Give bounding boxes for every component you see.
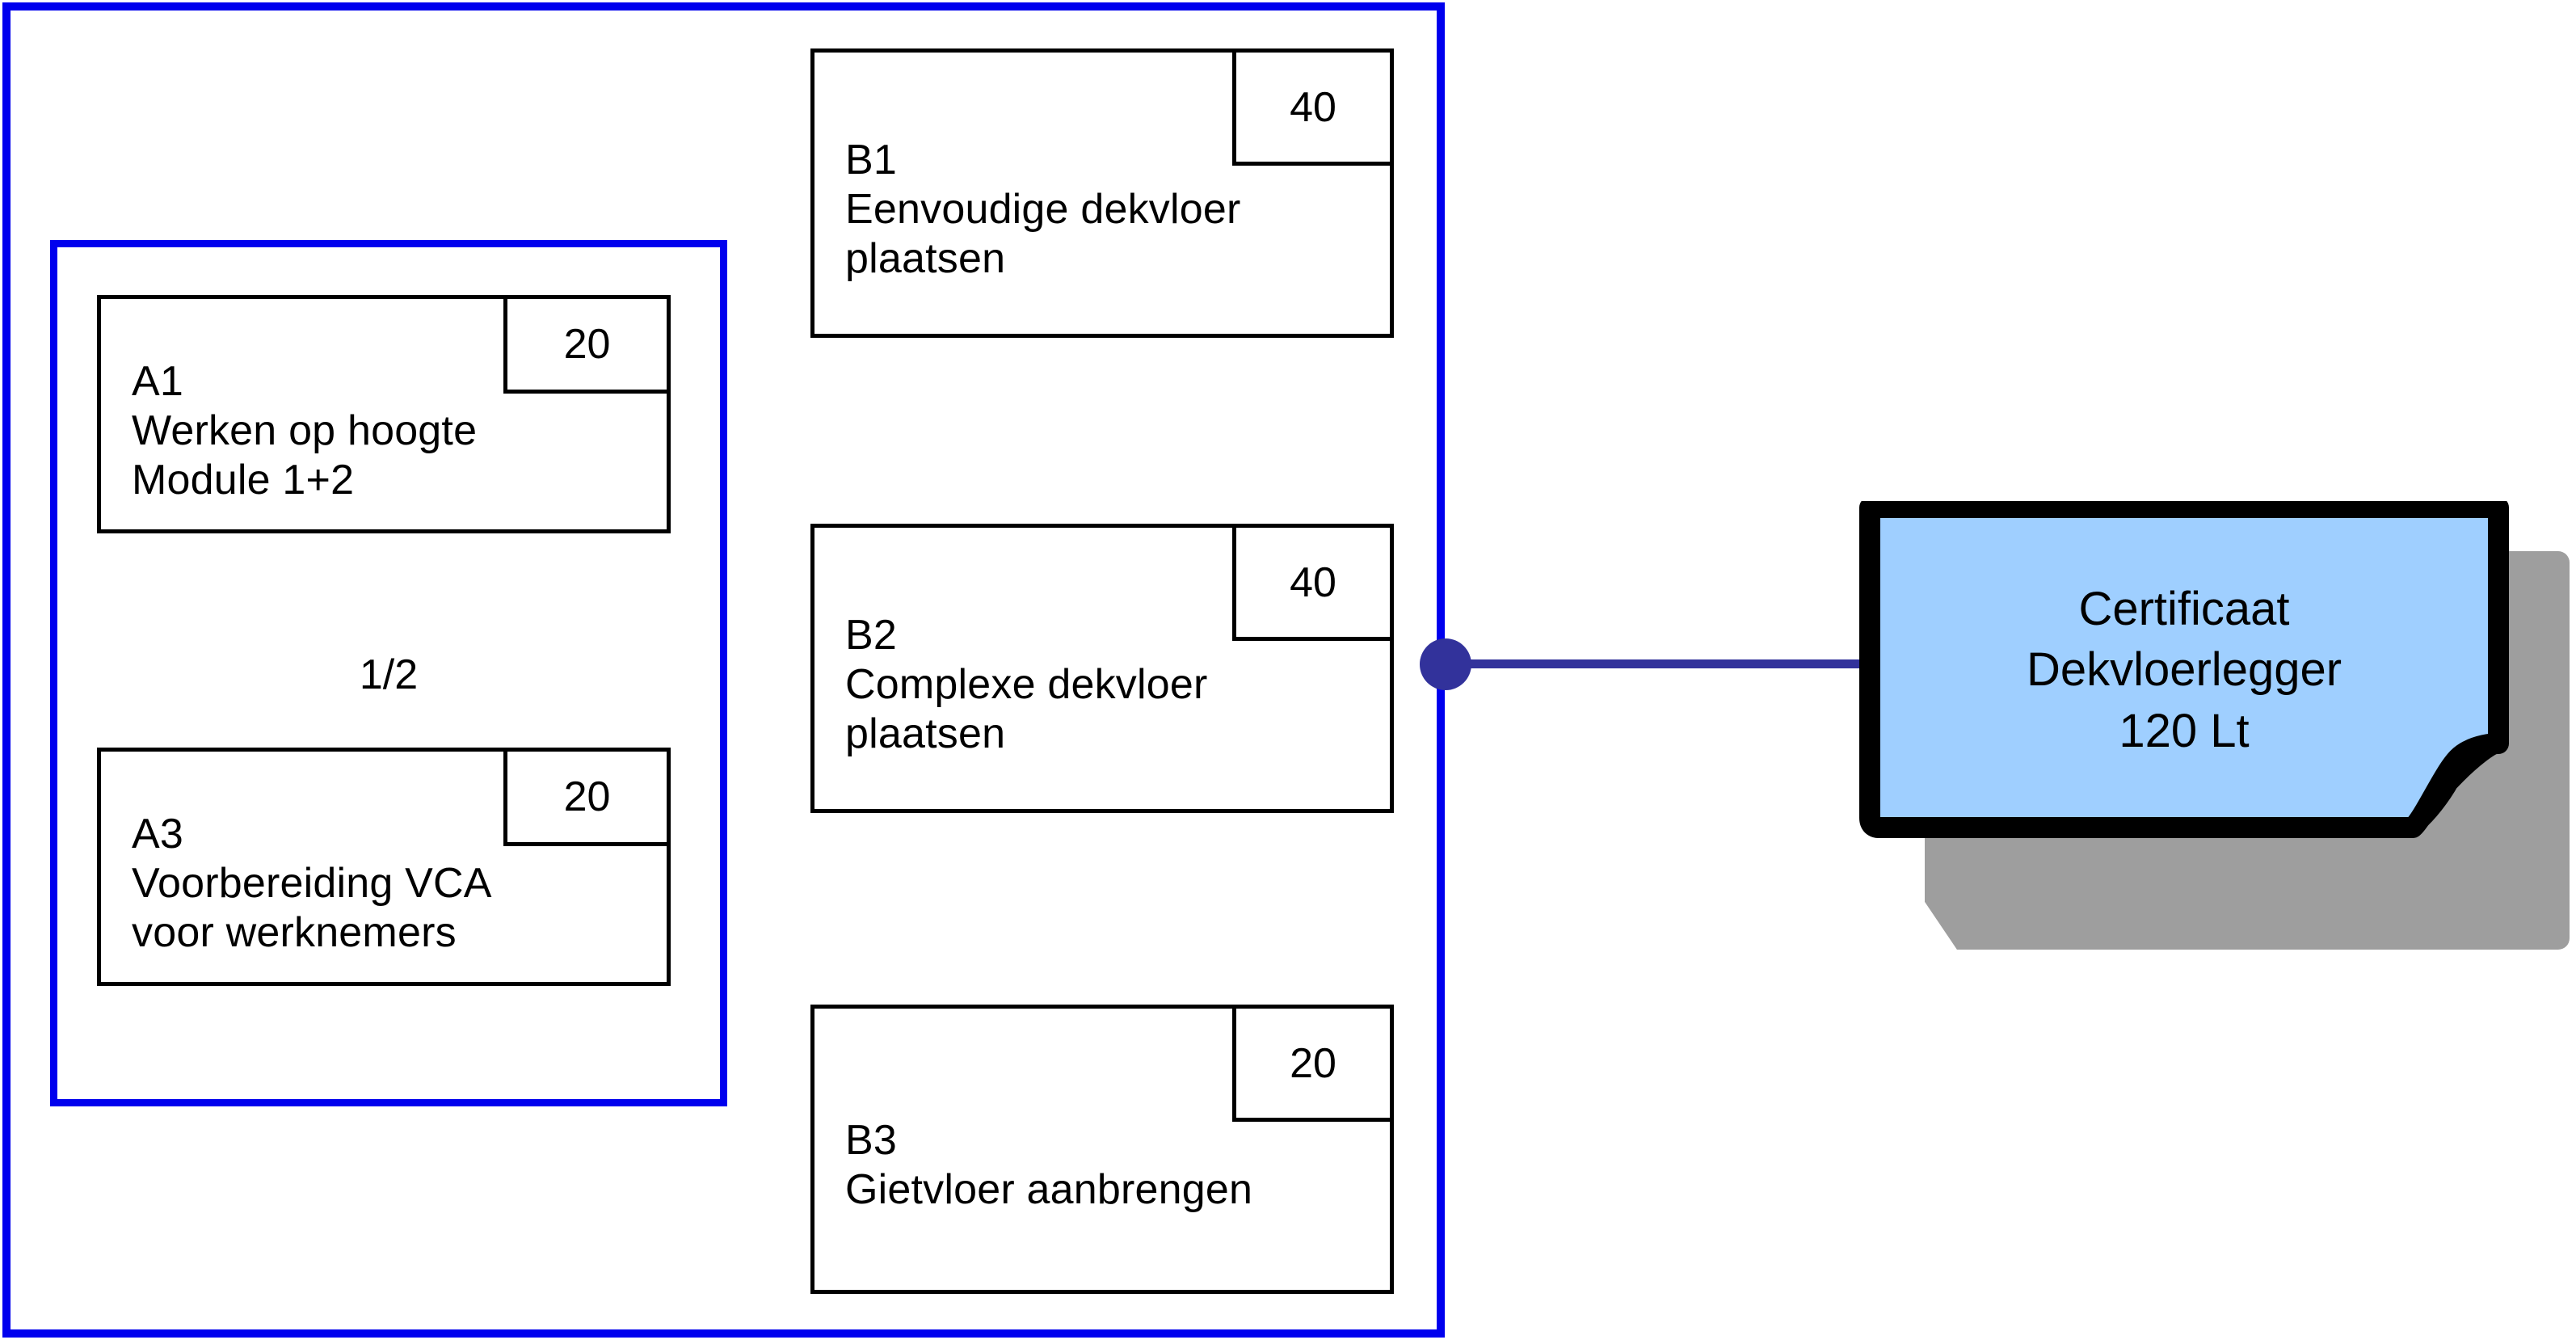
task-title-b2: Complexe dekvloer plaatsen [845,660,1208,757]
connector-line [1445,659,1867,668]
task-count-b3: 20 [1232,1005,1394,1122]
task-title-b1: Eenvoudige dekvloer plaatsen [845,185,1241,282]
task-title-a3: Voorbereiding VCA voor werknemers [132,859,492,956]
task-code-a1: A1 [132,357,184,405]
task-code-a3: A3 [132,810,184,857]
task-count-a3: 20 [503,748,671,846]
task-code-b2: B2 [845,611,898,659]
connector-dot[interactable] [1420,638,1471,690]
task-title-a1: Werken op hoogte Module 1+2 [132,407,478,503]
task-code-b1: B1 [845,136,898,183]
task-title-b3: Gietvloer aanbrengen [845,1166,1253,1213]
task-count-b1: 40 [1232,48,1394,166]
task-count-b2: 40 [1232,524,1394,641]
task-count-a1: 20 [503,295,671,394]
certificate-shape-icon [1859,501,2509,838]
certificate-node[interactable]: Certificaat Dekvloerlegger 120 Lt [1858,501,2510,839]
task-code-b3: B3 [845,1117,898,1165]
fraction-label: 1/2 [359,651,419,698]
certificate-label: Certificaat Dekvloerlegger 120 Lt [2026,582,2342,757]
